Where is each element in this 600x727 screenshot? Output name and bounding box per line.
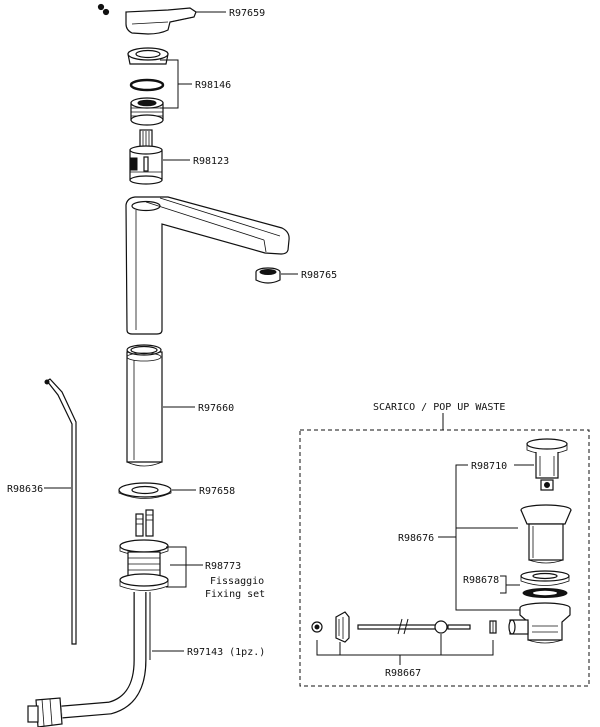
fixing-set: [119, 509, 169, 591]
cartridge: [129, 129, 163, 185]
pivot-rod-assembly: [311, 611, 497, 643]
pop-up-waste-box: [299, 413, 590, 687]
lift-rod: [44, 378, 77, 645]
label-r98676: R98676: [398, 533, 434, 544]
label-r98765: R98765: [301, 270, 337, 281]
label-r97659: R97659: [229, 8, 265, 19]
label-r97658: R97658: [199, 486, 235, 497]
pop-up-plug: [526, 438, 568, 491]
label-r98123: R98123: [193, 156, 229, 167]
flexible-hose: [27, 592, 151, 727]
label-fixing-set: Fixing set: [205, 589, 265, 600]
label-r98636: R98636: [7, 484, 43, 495]
waste-body-upper: [520, 504, 572, 564]
tap-body: [125, 196, 290, 335]
label-r98678: R98678: [463, 575, 499, 586]
ring-nut: [130, 97, 164, 126]
label-r97660: R97660: [198, 403, 234, 414]
waste-box-title: SCARICO / POP UP WASTE: [373, 402, 505, 413]
label-r98667: R98667: [385, 668, 421, 679]
aerator: [255, 267, 281, 284]
grub-screws: [97, 3, 110, 16]
o-ring: [129, 78, 165, 92]
extension-tube: [126, 344, 163, 467]
label-r98710: R98710: [471, 461, 507, 472]
label-r97143: R97143 (1pz.): [187, 647, 265, 658]
label-fissaggio: Fissaggio: [210, 576, 264, 587]
cover-cap: [127, 47, 169, 65]
label-r98146: R98146: [195, 80, 231, 91]
lever-handle: [125, 7, 197, 35]
waste-body-lower: [508, 602, 571, 644]
waste-washers: [520, 570, 570, 598]
gasket-washer: [118, 482, 172, 499]
label-r98773: R98773: [205, 561, 241, 572]
